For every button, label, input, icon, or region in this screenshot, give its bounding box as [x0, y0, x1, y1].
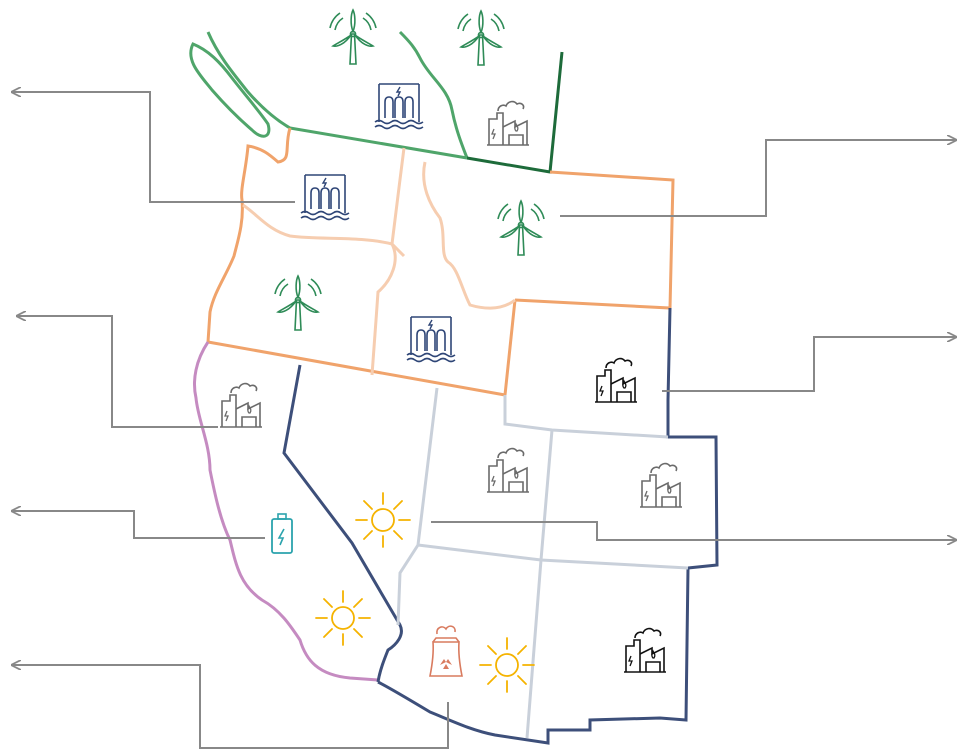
coal-plant-icon [623, 627, 667, 673]
border-four-corners-ns [525, 429, 554, 739]
border-montana [514, 170, 675, 310]
callout-arrow-hydro [12, 92, 295, 203]
gas-plant-icon [486, 100, 530, 146]
gas-plant-icon [219, 382, 263, 428]
border-california [193, 341, 379, 682]
border-alberta-saskatchewan [466, 51, 564, 174]
region-boundaries [189, 30, 719, 745]
hydro-dam-icon [406, 316, 456, 363]
border-four-corners-ew [417, 543, 689, 570]
wind-turbine-icon [497, 200, 545, 256]
border-washington-west [206, 127, 292, 343]
coal-plant-icon [594, 357, 638, 403]
battery-icon [271, 513, 293, 554]
sun-icon [479, 637, 535, 693]
border-wyoming-west [503, 299, 517, 396]
border-canada-mainland [206, 31, 291, 130]
gas-plant-icon [639, 462, 683, 508]
wind-turbine-icon [274, 275, 322, 331]
hydro-dam-icon [300, 174, 350, 221]
border-canada-bc-alberta [398, 30, 469, 159]
wind-turbine-icon [457, 10, 505, 66]
callout-arrow-natural-gas [17, 316, 218, 428]
border-nevada-california [282, 364, 403, 683]
border-nevada-utah [396, 387, 439, 626]
border-arizona-south [377, 307, 719, 745]
hydro-dam-icon [374, 83, 424, 130]
border-oregon-south [207, 340, 506, 397]
sun-icon [355, 492, 411, 548]
callout-arrow-solar [431, 521, 956, 540]
callout-arrows [12, 92, 956, 749]
callout-arrow-nuclear [12, 665, 449, 749]
border-washington-oregon [242, 203, 406, 258]
wind-turbine-icon [329, 9, 377, 65]
callout-arrow-storage [12, 511, 265, 539]
sun-icon [315, 590, 371, 646]
callout-arrow-wind [560, 140, 956, 217]
callout-arrow-coal [662, 337, 956, 392]
border-us-canada [289, 126, 468, 160]
nuclear-plant-icon [429, 625, 463, 677]
border-utah-north [503, 395, 669, 439]
border-idaho-west [370, 147, 406, 376]
gas-plant-icon [486, 447, 530, 493]
border-british-columbia-coast [189, 42, 271, 138]
border-idaho-montana [422, 161, 516, 310]
